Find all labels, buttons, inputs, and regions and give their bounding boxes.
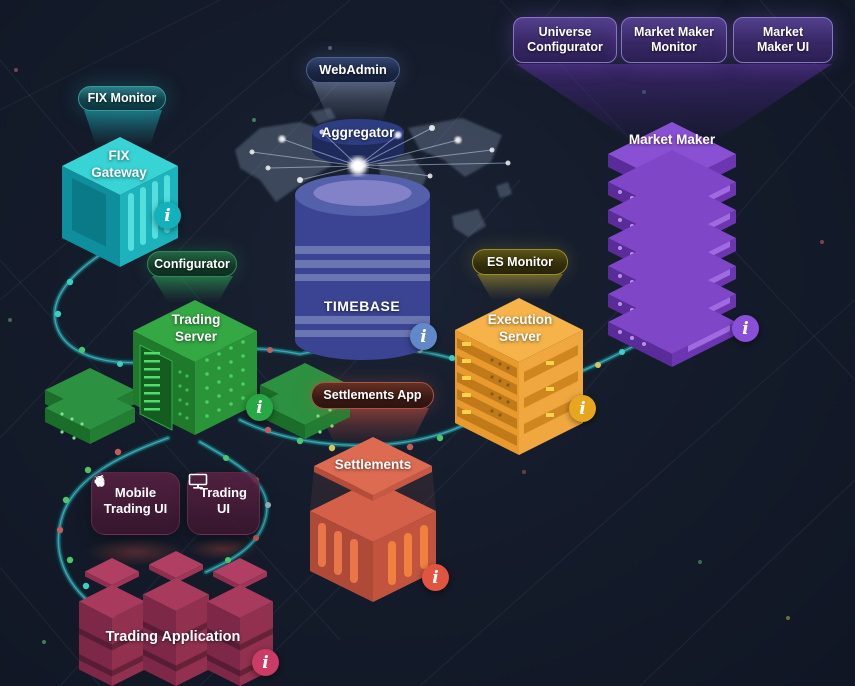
fix-gateway-info-icon[interactable]: i — [154, 202, 181, 229]
aggregator-disc[interactable] — [312, 119, 404, 164]
button-mobile-trading-ui[interactable]: Mobile Trading UI — [91, 472, 180, 535]
trading-application-info-icon[interactable]: i — [252, 649, 279, 676]
badge-settlements-app[interactable]: Settlements App — [311, 382, 434, 409]
monitor-icon — [188, 473, 208, 489]
settlements-node[interactable] — [310, 437, 436, 602]
fix-gateway-cube[interactable] — [62, 137, 178, 267]
apple-icon — [95, 474, 105, 487]
badge-webadmin[interactable]: WebAdmin — [306, 57, 400, 83]
badge-fix-monitor[interactable]: FIX Monitor — [78, 86, 166, 111]
trading-application-stacks[interactable] — [79, 551, 273, 686]
trading-server-cube[interactable] — [133, 300, 257, 435]
timebase-info-icon[interactable]: i — [410, 323, 437, 350]
aggregator-network-rays — [249, 125, 511, 183]
settlements-info-icon[interactable]: i — [422, 564, 449, 591]
execution-server-cube[interactable] — [455, 298, 583, 455]
badge-es-monitor[interactable]: ES Monitor — [472, 249, 568, 275]
trading-server-info-icon[interactable]: i — [246, 394, 273, 421]
market-maker-info-icon[interactable]: i — [732, 315, 759, 342]
button-universe-configurator[interactable]: Universe Configurator — [513, 17, 617, 63]
execution-server-info-icon[interactable]: i — [569, 395, 596, 422]
light-beams — [84, 64, 832, 566]
button-market-maker-monitor[interactable]: Market Maker Monitor — [621, 17, 727, 63]
timebase-cylinder[interactable] — [295, 174, 430, 360]
button-market-maker-ui[interactable]: Market Maker UI — [733, 17, 833, 63]
badge-configurator[interactable]: Configurator — [147, 251, 237, 277]
market-maker-stack[interactable] — [608, 122, 736, 367]
background-specks — [8, 46, 824, 644]
button-trading-ui[interactable]: Trading UI — [187, 472, 260, 535]
